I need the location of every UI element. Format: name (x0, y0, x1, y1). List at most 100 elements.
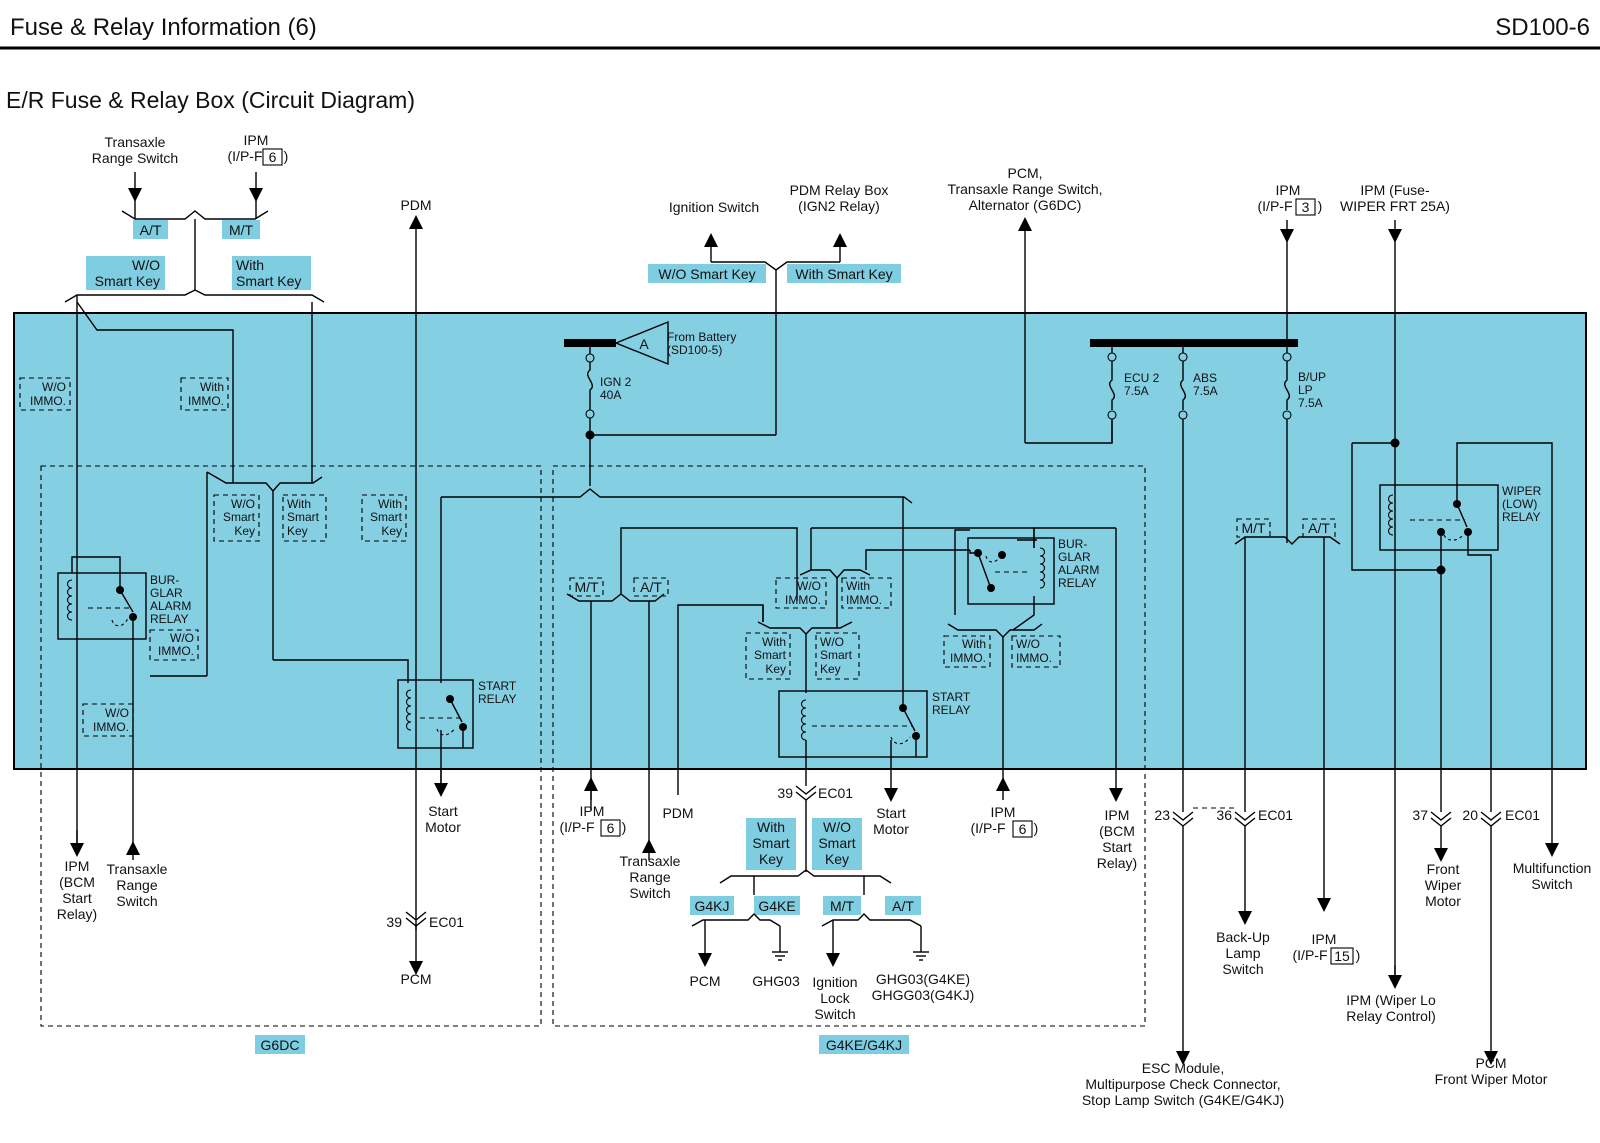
g6dc-start-relay-label: START (478, 679, 517, 693)
ecu2-amp-label: 7.5A (1124, 384, 1149, 398)
ipm3-pin: 3 (1302, 199, 1310, 215)
fwm-label: Front (1427, 861, 1460, 877)
right-ec01: EC01 (1258, 807, 1293, 823)
g6dc-start-motor: Start (428, 803, 458, 819)
g6dc-with-smart-b-2: Smart (370, 510, 403, 524)
fwm-label-3: Motor (1425, 893, 1461, 909)
backup-lamp-label-2: Lamp (1225, 945, 1260, 961)
bottom-g6dc: IPM (BCM Start Relay) Transaxle Range Sw… (57, 803, 464, 1054)
burg-immo-tag: W/O (170, 631, 194, 645)
trs-label: Transaxle (107, 861, 168, 877)
tag-with-smart-2: Smart Key (236, 273, 301, 289)
pin-37: 37 (1412, 807, 1428, 823)
ipm-bcm-label-4: Relay) (57, 906, 97, 922)
g4ke-trs: Transaxle (620, 853, 681, 869)
g4ke-with-immo: With (846, 579, 870, 593)
g6dc-with-smart-b-3: Key (381, 524, 402, 538)
g4ke-trs-3: Switch (629, 885, 670, 901)
g4ke-burg-label-4: RELAY (1058, 576, 1096, 590)
ipm15-close: ) (1356, 947, 1361, 963)
g6dc-pin-39: 39 (386, 914, 402, 930)
g4ke-with-immo-b-2: IMMO. (950, 651, 986, 665)
bottom-g4ke: IPM (I/P-F 6 ) PDM Transaxle Range Switc… (560, 777, 1137, 1054)
from-battery-label: From Battery (667, 330, 736, 344)
ipm3-label: IPM (1276, 182, 1301, 198)
g4ke-start-motor: Start (876, 805, 906, 821)
tag-wo-smart: W/O (132, 257, 160, 273)
top-pcm-section: PCM, Transaxle Range Switch, Alternator … (947, 165, 1113, 444)
tag-g4ke: G4KE (758, 898, 795, 914)
tag-mt: M/T (229, 222, 254, 238)
mfs-label: Multifunction (1513, 860, 1592, 876)
g4ke-with-immo-b: With (962, 637, 986, 651)
ign2-amp-label: 40A (600, 388, 621, 402)
g4ke-start-relay-label: START (932, 690, 971, 704)
ipm-bcm-right-4: Relay) (1097, 855, 1137, 871)
trs-label-2: Range (116, 877, 157, 893)
bot-wo-smart-2: Smart (818, 835, 855, 851)
ipm-fuse-label-2: WIPER FRT 25A) (1340, 198, 1450, 214)
g4ke-wo-smart-3: Key (820, 662, 841, 676)
g6dc-with-smart-3: Key (287, 524, 308, 538)
g6dc-ec01: EC01 (429, 914, 464, 930)
top-pdm-label: PDM (400, 197, 431, 213)
trs-label-3: Switch (116, 893, 157, 909)
ign-lock-label: Ignition (812, 974, 857, 990)
g6dc-tag: G6DC (261, 1037, 300, 1053)
g6dc-with-smart: With (287, 497, 311, 511)
right-mt-tag: M/T (1241, 520, 1266, 536)
ipm15-pin: 15 (1334, 948, 1350, 964)
g6dc-with-smart-2: Smart (287, 510, 320, 524)
g4ke-with-smart-2: Smart (754, 648, 787, 662)
page-code: SD100-6 (1495, 14, 1590, 41)
g4ke-start-relay-label-2: RELAY (932, 703, 970, 717)
tag-at: A/T (140, 222, 162, 238)
g4ke-pin-39: 39 (777, 785, 793, 801)
top-ipm-fuse-section: IPM (Fuse- WIPER FRT 25A) (1340, 182, 1450, 980)
pin-36: 36 (1216, 807, 1232, 823)
ipm-bcm-right-2: (BCM (1099, 823, 1135, 839)
top-ipm3-section: IPM (I/P-F 3 ) (1258, 182, 1322, 339)
esc-label-2: Multipurpose Check Connector, (1085, 1076, 1280, 1092)
g6dc-region (40, 465, 542, 1027)
g4ke-burg-label: BUR- (1058, 537, 1087, 551)
burg-relay-label: BUR- (150, 573, 179, 587)
pcm-fwm-label-2: Front Wiper Motor (1435, 1071, 1548, 1087)
bottom-right: 23 36 EC01 Back-Up Lamp Switch IPM (I/P-… (1082, 807, 1591, 1108)
g6dc-start-motor-2: Motor (425, 819, 461, 835)
g4ke-with-smart-3: Key (765, 662, 786, 676)
ghg03-g4ke-label: GHG03(G4KE) (876, 971, 970, 987)
ipm15-label: IPM (1312, 931, 1337, 947)
bot-with-smart: With (757, 819, 785, 835)
ecu2-label: ECU 2 (1124, 371, 1160, 385)
right-circuit: M/T A/T WIPER (LOW) RELAY (1234, 442, 1559, 912)
wiper-relay-label-3: RELAY (1502, 510, 1540, 524)
ghgg03-g4kj-label: GHGG03(G4KJ) (872, 987, 975, 1003)
ipm-label: IPM (244, 132, 269, 148)
bot-wo-smart: W/O (823, 819, 851, 835)
pcm-label-2: Transaxle Range Switch, (947, 181, 1102, 197)
tag-with-smart-key: With Smart Key (795, 266, 892, 282)
g6dc-with-smart-b: With (378, 497, 402, 511)
bot-wo-smart-3: Key (825, 851, 849, 867)
ipm-bcm-right: IPM (1105, 807, 1130, 823)
ipm-bcm-label-3: Start (62, 890, 92, 906)
g4ke-with-smart: With (762, 635, 786, 649)
ipm-bcm-label: IPM (65, 858, 90, 874)
g4ke-wo-immo: W/O (797, 579, 821, 593)
wiper-relay-label-2: (LOW) (1502, 497, 1537, 511)
ipm-pin: 6 (269, 149, 277, 165)
backup-lamp-label-3: Switch (1222, 961, 1263, 977)
bup-amp-label: 7.5A (1298, 396, 1323, 410)
tag-bot-at: A/T (892, 898, 914, 914)
mfs-label-2: Switch (1531, 876, 1572, 892)
g4ke-wo-immo-b: W/O (1016, 637, 1040, 651)
g4ke-pcm: PCM (689, 973, 720, 989)
g6dc-wo-smart-3: Key (234, 524, 255, 538)
burg-relay-label-2: GLAR (150, 586, 183, 600)
bot-with-smart-2: Smart (752, 835, 789, 851)
ipm-label-2: (I/P-F (228, 148, 263, 164)
burg-relay-label-3: ALARM (150, 599, 191, 613)
g4ke-ipm6b-label: IPM (991, 804, 1016, 820)
